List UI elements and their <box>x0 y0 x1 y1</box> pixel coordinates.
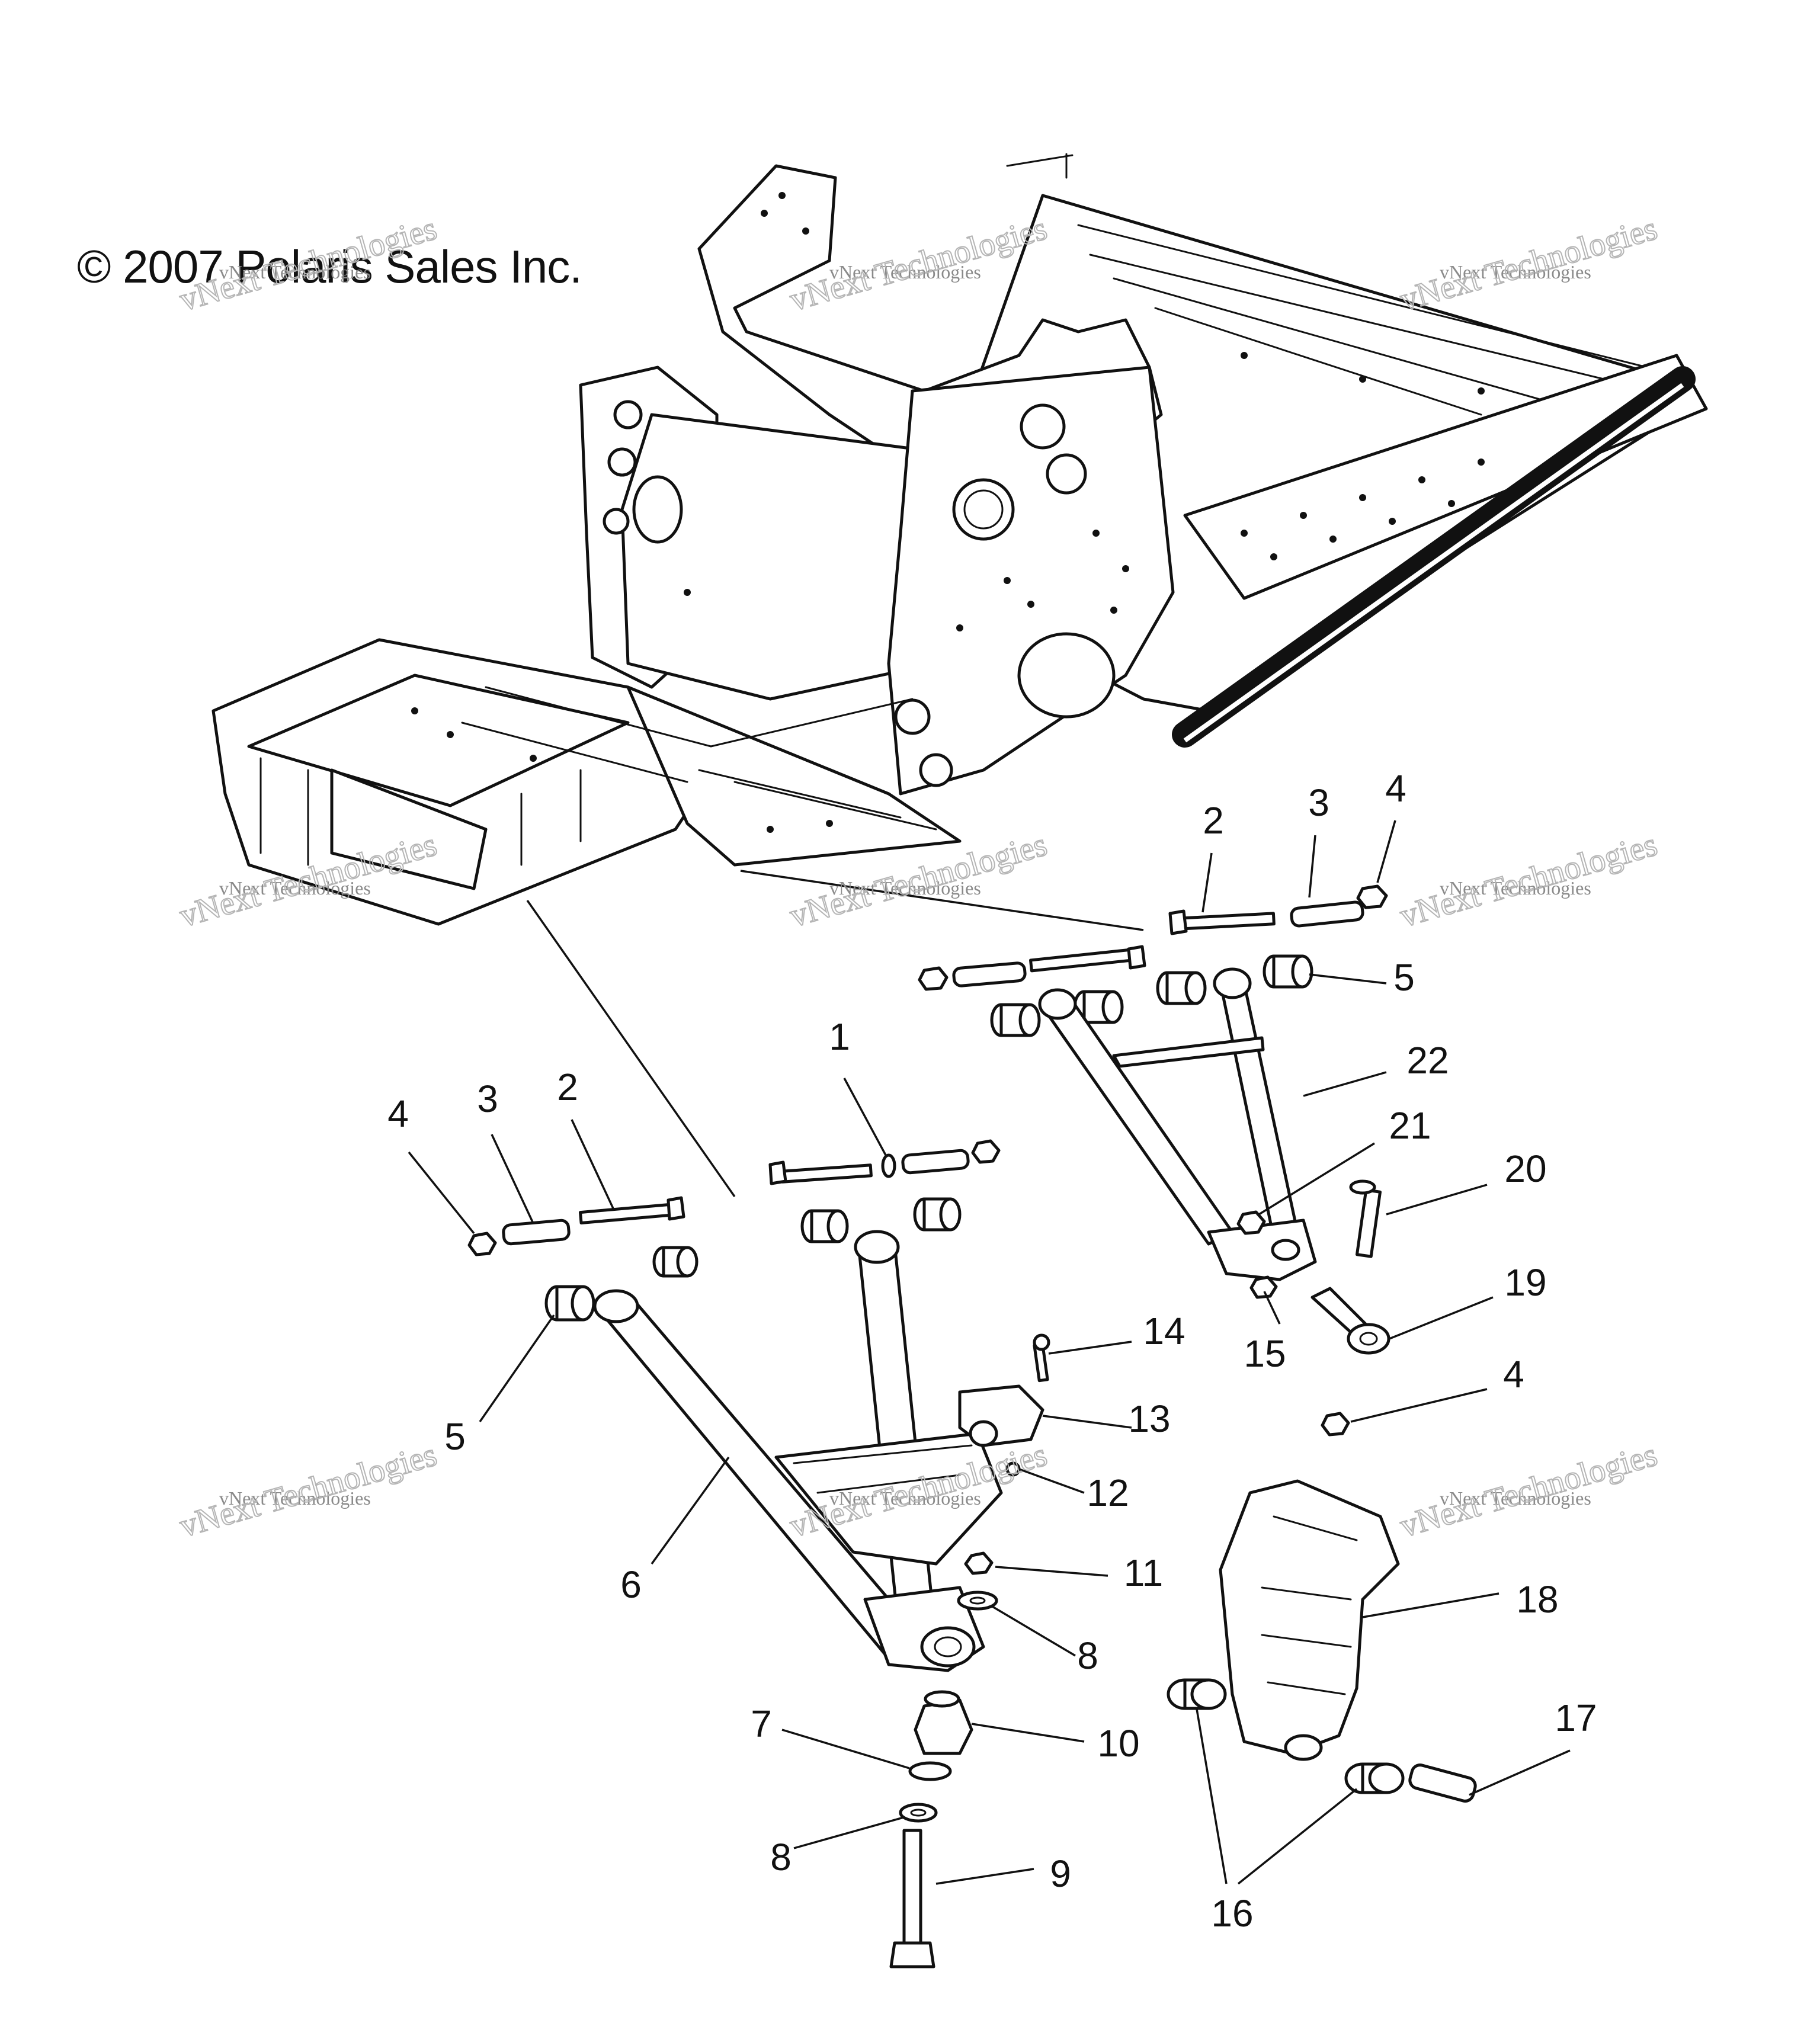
bolt-14 <box>1033 1333 1050 1383</box>
spindle-18 <box>1219 1479 1400 1755</box>
nut-4-upper <box>1356 884 1388 909</box>
svg-text:vNext Technologies: vNext Technologies <box>1440 261 1591 283</box>
svg-text:vNext Technologies: vNext Technologies <box>1396 210 1661 319</box>
callout-17: 17 <box>1555 1697 1597 1739</box>
svg-text:vNext Technologies: vNext Technologies <box>1440 1487 1591 1509</box>
spacer-lower-rear <box>901 1149 970 1175</box>
svg-text:vNext Technologies: vNext Technologies <box>1440 877 1591 899</box>
washer-1 <box>881 1153 896 1178</box>
bolt-20 <box>1349 1179 1382 1258</box>
callout-1: 1 <box>829 1015 850 1058</box>
svg-text:vNext Technologies: vNext Technologies <box>219 1487 371 1509</box>
svg-text:vNext Technologies: vNext Technologies <box>175 210 440 319</box>
callout-3a: 3 <box>1308 781 1329 824</box>
callout-4a: 4 <box>1385 767 1406 810</box>
nut-4-right <box>1321 1412 1350 1437</box>
snap-ring-7 <box>908 1761 952 1781</box>
nut-11 <box>964 1551 994 1575</box>
washer-8-lower <box>899 1803 938 1823</box>
callout-8b: 8 <box>770 1836 792 1878</box>
callout-16: 16 <box>1211 1892 1253 1935</box>
watermark: vNext Technologies vNext Technologies <box>1395 826 1661 935</box>
callouts: 1 2 3 4 5 22 21 20 19 15 4 4 3 2 5 14 13… <box>387 767 1597 1935</box>
callout-2a: 2 <box>1203 799 1224 842</box>
upper-a-arm-assembly <box>918 884 1390 1437</box>
lower-a-arm-assembly <box>467 1139 1050 1968</box>
nut-lower-rear <box>971 1139 1001 1164</box>
bracket-13 <box>958 1384 1044 1447</box>
bolt-9 <box>889 1829 935 1968</box>
callout-15: 15 <box>1244 1332 1286 1375</box>
nut-21 <box>1236 1210 1266 1235</box>
svg-text:vNext Technologies: vNext Technologies <box>829 877 981 899</box>
callout-13: 13 <box>1128 1397 1170 1440</box>
spindle-assembly <box>1167 1479 1477 1803</box>
svg-text:vNext Technologies: vNext Technologies <box>175 1437 440 1545</box>
bushing-16-upper <box>1167 1678 1227 1710</box>
nut-15 <box>1249 1275 1278 1299</box>
callout-6: 6 <box>620 1563 642 1606</box>
callout-5b: 5 <box>444 1415 466 1458</box>
callout-10: 10 <box>1097 1722 1139 1765</box>
spacer-upper-front <box>952 961 1027 987</box>
leader-frame-lower <box>526 899 736 1198</box>
callout-12: 12 <box>1087 1471 1129 1514</box>
callout-4c: 4 <box>387 1092 409 1135</box>
rod-end-19 <box>1310 1287 1390 1355</box>
nut-4-left <box>467 1232 497 1256</box>
svg-text:vNext Technologies: vNext Technologies <box>219 877 371 899</box>
callout-5a: 5 <box>1393 956 1415 999</box>
bushings-5-lower <box>544 1197 962 1322</box>
callout-20: 20 <box>1504 1147 1546 1190</box>
chassis-frame <box>212 153 1708 926</box>
callout-3b: 3 <box>477 1078 498 1120</box>
watermark: vNext Technologies vNext Technologies <box>1395 1436 1661 1546</box>
svg-text:vNext Technologies: vNext Technologies <box>829 1487 981 1509</box>
ball-joint-10 <box>914 1690 973 1755</box>
watermark: vNext Technologies vNext Technologies <box>175 210 441 319</box>
bolt-2-left <box>579 1203 671 1225</box>
callout-14: 14 <box>1143 1310 1185 1352</box>
pin-17 <box>1408 1764 1477 1803</box>
bolt-2-upper <box>1168 909 1276 935</box>
watermark: vNext Technologies vNext Technologies <box>175 1436 441 1546</box>
callout-11: 11 <box>1124 1551 1163 1594</box>
spacer-3-upper <box>1290 900 1364 928</box>
upper-a-arm-22 <box>1038 967 1317 1281</box>
bolt-lower-rear <box>780 1163 873 1184</box>
svg-text:vNext Technologies: vNext Technologies <box>219 261 371 283</box>
svg-text:vNext Technologies: vNext Technologies <box>1396 1437 1661 1545</box>
svg-text:vNext Technologies: vNext Technologies <box>1396 826 1661 935</box>
callout-leaders <box>408 820 1571 1885</box>
watermark: vNext Technologies vNext Technologies <box>1395 210 1661 319</box>
leader-frame-upper <box>740 870 1144 931</box>
lower-a-arm-6 <box>593 1230 1003 1672</box>
callout-18: 18 <box>1516 1578 1558 1621</box>
callout-7: 7 <box>751 1702 772 1745</box>
bushing-16-lower <box>1344 1762 1405 1794</box>
callout-8a: 8 <box>1077 1634 1098 1677</box>
bolt-upper-front <box>1029 948 1133 973</box>
callout-19: 19 <box>1504 1261 1546 1304</box>
callout-22: 22 <box>1406 1039 1449 1082</box>
callout-2b: 2 <box>557 1066 578 1108</box>
svg-text:vNext Technologies: vNext Technologies <box>829 261 981 283</box>
copyright-notice: © 2007 Polaris Sales Inc. <box>77 241 582 293</box>
spacer-3-left <box>502 1219 571 1246</box>
callout-4b: 4 <box>1503 1353 1524 1396</box>
washer-8-upper <box>957 1591 998 1611</box>
callout-9: 9 <box>1050 1852 1071 1895</box>
callout-21: 21 <box>1389 1104 1431 1147</box>
nut-upper-front <box>918 966 949 991</box>
